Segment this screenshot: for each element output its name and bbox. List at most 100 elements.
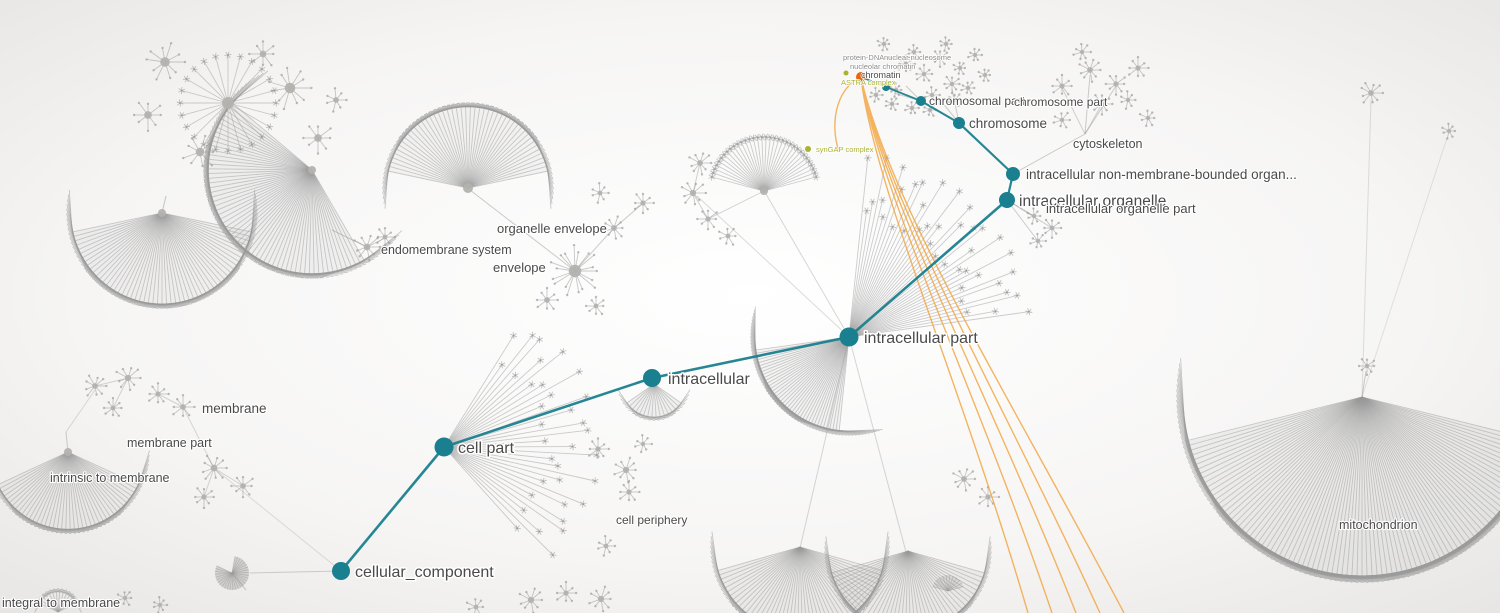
term-label[interactable]: chromatin (860, 69, 901, 81)
term-label[interactable]: intracellular organelle part (1045, 200, 1197, 217)
node-intracellular-organelle[interactable] (999, 192, 1015, 208)
star-cluster (1072, 42, 1093, 61)
term-label[interactable]: intracellular non-membrane-bounded organ… (1025, 166, 1298, 183)
star-cluster (1051, 73, 1073, 96)
term-label[interactable]: chromosome (968, 115, 1048, 132)
star-cluster (194, 487, 215, 510)
star-cluster (1128, 55, 1150, 78)
star-cluster (939, 36, 953, 52)
graph-nodes (332, 72, 1020, 580)
star-cluster (1043, 218, 1063, 239)
star-cluster (268, 66, 313, 111)
term-label[interactable]: membrane (201, 400, 268, 417)
star-cluster (923, 86, 941, 104)
node-chromosome[interactable] (953, 117, 965, 129)
star-cluster (148, 382, 170, 404)
star-cluster (325, 87, 348, 113)
star-cluster (930, 50, 949, 69)
star-cluster (1441, 122, 1457, 140)
star-cluster (376, 227, 397, 247)
star-cluster (116, 591, 133, 607)
term-label[interactable]: intracellular part (863, 329, 980, 349)
term-label[interactable]: membrane part (126, 435, 213, 451)
star-cluster (588, 585, 612, 613)
star-cluster (102, 396, 123, 417)
term-label[interactable]: intracellular organelle (1018, 192, 1168, 212)
star-cluster (248, 40, 275, 67)
star-cluster (1120, 90, 1137, 111)
term-label[interactable]: organelle envelope (496, 220, 608, 237)
term-label[interactable]: envelope (492, 259, 547, 276)
node-intracellular-nmb-organelle[interactable] (1006, 167, 1020, 181)
term-label[interactable]: intracellular (667, 370, 752, 390)
node-cellular-component[interactable] (332, 562, 350, 580)
star-cluster (897, 54, 917, 73)
node-nucleosome[interactable] (856, 72, 866, 82)
term-label[interactable]: nuclear nucleosome (883, 52, 952, 63)
star-cluster (353, 234, 382, 262)
fan-intracellular-below (617, 383, 691, 421)
fan-pacman (214, 556, 250, 591)
orange-link-bundle (834, 77, 1125, 613)
star-cluster (619, 479, 641, 502)
star-cluster (1092, 94, 1114, 116)
node-chromatin-node[interactable] (882, 83, 890, 91)
node-intracellular-part[interactable] (839, 327, 859, 347)
node-cell-part[interactable] (434, 437, 454, 457)
star-cluster (85, 374, 108, 397)
term-label[interactable]: cytoskeleton (1072, 136, 1144, 152)
term-label[interactable]: chromosome part (1013, 94, 1109, 110)
term-label[interactable]: endomembrane system (380, 242, 513, 258)
star-cluster (535, 286, 559, 310)
star-cluster (230, 475, 254, 499)
olive-node[interactable] (805, 146, 811, 152)
term-label[interactable]: chromosomal part (928, 93, 1027, 109)
star-cluster (152, 595, 169, 613)
olive-node[interactable] (843, 70, 849, 76)
star-cluster (555, 580, 578, 603)
term-label[interactable]: cell periphery (615, 512, 689, 528)
fan-membrane-left (0, 448, 150, 534)
star-cluster (907, 43, 922, 60)
star-cluster (588, 437, 610, 459)
star-cluster (132, 101, 162, 133)
star-cluster (680, 182, 708, 206)
term-label[interactable]: integral to membrane (1, 595, 121, 611)
term-label[interactable]: ASTRA complex (840, 77, 896, 88)
fan-bottom-edge-left (34, 588, 82, 613)
term-label[interactable]: intrinsic to membrane (49, 470, 171, 486)
star-cluster (718, 227, 737, 246)
star-cluster (518, 587, 544, 613)
star-cluster (960, 81, 976, 95)
term-label[interactable]: protein-DNA complex (842, 52, 915, 63)
star-cluster (1138, 109, 1156, 128)
star-cluster (696, 209, 718, 231)
star-cluster (1357, 358, 1376, 377)
star-cluster (115, 367, 142, 392)
node-chromosomal-part[interactable] (916, 96, 926, 106)
star-cluster (172, 394, 196, 417)
term-label[interactable]: nucleolar chromatin (849, 61, 916, 72)
star-cluster (952, 61, 967, 76)
star-cluster (1029, 232, 1048, 249)
term-label[interactable]: cellular_component (354, 563, 496, 583)
star-cluster (978, 485, 1001, 508)
star-cluster (584, 295, 605, 316)
star-cluster (688, 152, 713, 176)
star-cluster (1078, 58, 1102, 84)
node-intracellular[interactable] (643, 369, 661, 387)
star-cluster (597, 534, 617, 557)
star-cluster (591, 182, 610, 204)
star-cluster (967, 47, 984, 62)
star-cluster (465, 598, 485, 613)
fan-intracellular-part-down (750, 306, 883, 436)
term-labels: organelle envelope endomembrane systemenv… (1, 52, 1419, 611)
star-cluster (613, 456, 637, 484)
term-label[interactable]: cell part (457, 439, 517, 459)
term-label[interactable]: synGAP complex (815, 144, 874, 155)
star-cluster (302, 125, 332, 155)
term-label[interactable]: mitochondrion (1338, 517, 1419, 533)
